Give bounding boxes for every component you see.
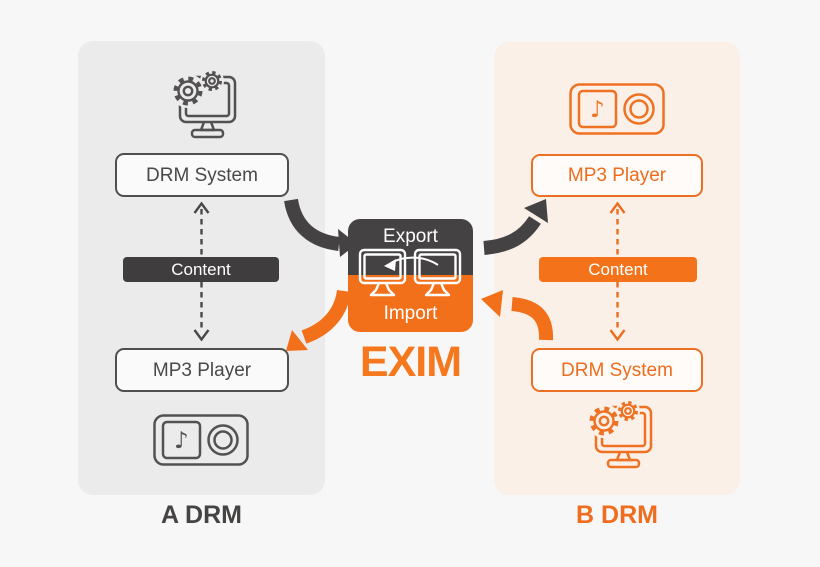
dual-monitors-transfer-icon xyxy=(358,248,462,297)
a-content-bar: Content xyxy=(123,257,279,282)
exim-box: Export Import xyxy=(348,219,473,332)
panel-b-title: B DRM xyxy=(576,501,658,529)
exim-title: EXIM xyxy=(359,338,462,386)
b-content-to-player-arrow xyxy=(609,201,626,258)
music-note-icon: ♪ xyxy=(590,97,605,123)
click-wheel-icon xyxy=(207,424,239,456)
b-content-bar: Content xyxy=(539,257,697,282)
a-content-label: Content xyxy=(171,260,231,279)
import-label: Import xyxy=(383,303,438,324)
export-label: Export xyxy=(383,226,438,247)
b-drm-system-box: DRM System xyxy=(531,348,703,392)
computer-gears-icon xyxy=(587,399,653,469)
b-mp3-player-box: MP3 Player xyxy=(531,154,703,197)
chevron-down-icon xyxy=(193,329,210,342)
b-content-to-drm-arrow xyxy=(609,282,626,342)
a-drm-system-box: DRM System xyxy=(115,153,289,197)
large-gear-icon xyxy=(589,406,619,436)
panel-a-title: A DRM xyxy=(160,501,242,529)
a-content-to-player-arrow xyxy=(193,282,210,342)
chevron-up-icon xyxy=(193,201,210,214)
large-gear-icon xyxy=(173,76,203,106)
exim-export-half xyxy=(348,219,473,275)
a-mp3-player-label: MP3 Player xyxy=(152,360,252,381)
chevron-down-icon xyxy=(609,329,626,342)
b-mp3-player-label: MP3 Player xyxy=(567,165,667,186)
a-drm-system-label: DRM System xyxy=(146,165,258,186)
exim-import-half xyxy=(348,275,473,332)
small-gear-icon xyxy=(618,401,638,421)
small-gear-icon xyxy=(202,71,222,91)
b-content-label: Content xyxy=(588,260,648,279)
transfer-arrowhead-icon xyxy=(384,259,396,271)
click-wheel-icon xyxy=(623,93,655,125)
b-drm-system-label: DRM System xyxy=(561,360,673,381)
computer-gears-icon xyxy=(171,69,237,139)
chevron-up-icon xyxy=(609,201,626,214)
music-note-icon: ♪ xyxy=(174,428,189,454)
a-content-to-drm-arrow xyxy=(193,201,210,258)
mp3-player-icon: ♪ xyxy=(153,414,249,466)
a-mp3-player-box: MP3 Player xyxy=(115,348,289,392)
mp3-player-icon: ♪ xyxy=(569,83,665,135)
